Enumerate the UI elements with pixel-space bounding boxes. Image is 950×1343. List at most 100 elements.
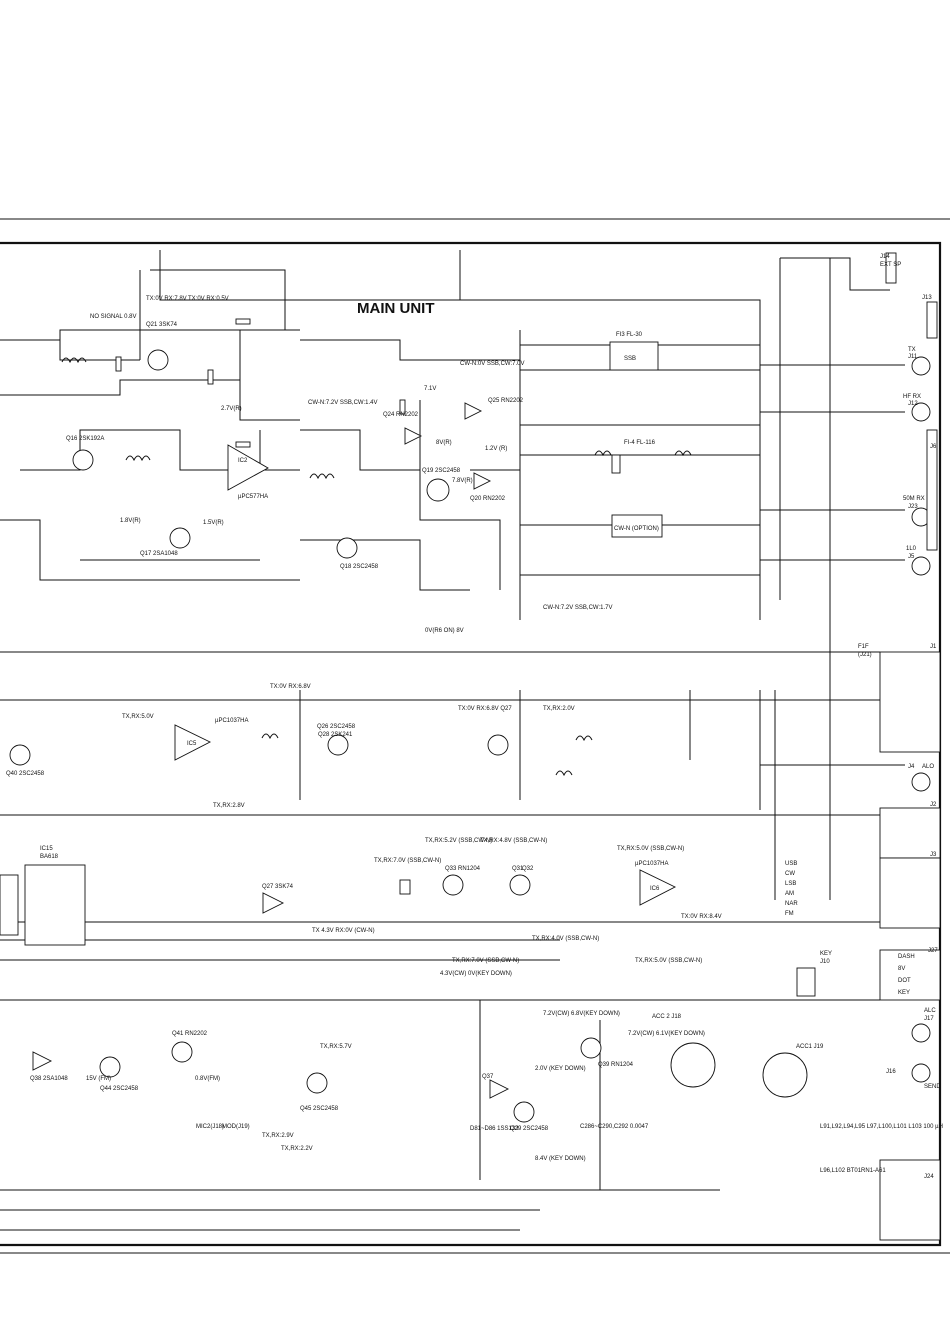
vnote-15: TX,RX:5.0V <box>122 714 154 720</box>
jack-j5 <box>911 556 931 576</box>
filter-fi3 <box>609 341 659 371</box>
vnote-7: 1.2V (R) <box>485 446 507 452</box>
key-label-dash: DASH <box>898 954 915 960</box>
connector-j2 <box>879 807 941 859</box>
buffer-q24 <box>404 427 423 445</box>
label-j21: (J21) <box>858 652 872 658</box>
vnote-6: 8V(R) <box>436 440 452 446</box>
label-f1f: F1F <box>858 644 869 650</box>
vnote-4: CW-N:7.2V SSB,CW:1.4V <box>308 400 377 406</box>
key-label-8v: 8V <box>898 966 905 972</box>
label-j3: J3 <box>930 852 937 858</box>
label-j6: J6 <box>930 444 937 450</box>
if-section-middle <box>0 651 880 961</box>
q-label-21: Q29 2SC2458 <box>510 1126 549 1132</box>
vnote-34: TX 4.3V RX:0V (CW-N) <box>312 928 375 934</box>
q-label-6: Q24 RN2202 <box>383 412 419 418</box>
vnote-27: 7.2V(CW) 6.8V(KEY DOWN) <box>543 1011 620 1017</box>
acc2-din-jack <box>670 1042 716 1088</box>
label-j18: ACC 2 J18 <box>652 1014 682 1020</box>
transistor-q21 <box>147 349 169 371</box>
label-j23-desc: 50M RX <box>903 496 925 502</box>
label-j24: J24 <box>924 1174 934 1180</box>
transistor-labels: Q21 3SK74 Q16 2SK192A Q17 2SA1048 Q18 2S… <box>6 322 634 1132</box>
vnote-32: TX,RX:2.9V <box>262 1133 294 1139</box>
label-j10-desc: KEY <box>820 951 832 957</box>
crystal-fi4 <box>611 454 621 474</box>
voltage-annotations: TX:0V RX:7.8V TX:0V RX:0.5V NO SIGNAL 0.… <box>86 296 722 1162</box>
label-j4: J4 <box>908 764 915 770</box>
vnote-23: TX,RX:4.0V (SSB,CW-N) <box>532 936 599 942</box>
q-label-5: Q20 RN2202 <box>470 496 506 502</box>
label-j12-desc: HF RX <box>903 394 921 400</box>
mode-label-am: AM <box>785 891 794 897</box>
connector-j24 <box>879 1159 941 1241</box>
vnote-16: TX,RX:2.8V <box>213 803 245 809</box>
vnote-35: TX:0V RX:8.4V <box>681 914 722 920</box>
q-label-17: Q41 RN2202 <box>172 1031 208 1037</box>
filter-cw-n-option <box>611 514 663 538</box>
vnote-0: TX:0V RX:7.8V <box>146 296 187 302</box>
key-jack-j10 <box>796 967 816 997</box>
label-j4-desc: ALO <box>922 764 934 770</box>
label-j14-desc: EXT SP <box>880 262 901 268</box>
vnote-33: TX,RX:2.2V <box>281 1146 313 1152</box>
filter-labels: FI3 FL-30 FI-4 FL-116 CW-N (OPTION) SSB <box>614 332 659 532</box>
vnote-26: 4.3V(CW) 0V(KEY DOWN) <box>440 971 512 977</box>
vnote-37: 15V (FM) <box>86 1076 111 1082</box>
mode-label-cw: CW <box>785 871 795 877</box>
note-mod: MOD(J19) <box>222 1124 250 1130</box>
transistor-q19 <box>426 478 450 502</box>
note-capacitors: C286~C290,C292 0.0047 <box>580 1124 649 1130</box>
q-label-12: Q31 <box>512 866 524 872</box>
mode-label-fm: FM <box>785 911 794 917</box>
vnote-31: TX,RX:5.7V <box>320 1044 352 1050</box>
filter-section <box>519 330 761 620</box>
audio-key-section-bottom <box>0 967 880 1231</box>
q-label-11: Q33 RN1204 <box>445 866 481 872</box>
filter-label-fi3: FI3 FL-30 <box>616 332 643 338</box>
label-j5: J5 <box>908 554 915 560</box>
q-label-3: Q18 2SC2458 <box>340 564 379 570</box>
q-label-20: Q40 2SC2458 <box>6 771 45 777</box>
vnote-28: 7.2V(CW) 6.1V(KEY DOWN) <box>628 1031 705 1037</box>
label-j17-desc: ALC <box>924 1008 936 1014</box>
q-label-2: Q17 2SA1048 <box>140 551 178 557</box>
q-label-0: Q21 3SK74 <box>146 322 178 328</box>
transistor-q40 <box>306 1072 328 1094</box>
jack-j4 <box>911 772 931 792</box>
vnote-8: 7.8V(R) <box>452 478 473 484</box>
vnote-25: TX,RX:5.0V (SSB,CW-N) <box>635 958 702 964</box>
buffer-q33 <box>262 892 285 914</box>
ic2-opamp <box>227 444 269 491</box>
ic-labels: IC2 µPC577HA IC5 µPC1037HA IC6 µPC1037HA… <box>40 458 668 892</box>
transistor-q32 <box>509 874 531 896</box>
vnote-24: TX,RX:7.0V (SSB,CW-N) <box>452 958 519 964</box>
vnote-14: TX:0V RX:6.8V <box>270 684 311 690</box>
resistor-r38 <box>207 369 214 385</box>
label-j14: J14 <box>880 254 890 260</box>
resistor-r47 <box>235 441 251 448</box>
key-label-key: KEY <box>898 990 910 996</box>
q-label-16: Q38 2SA1048 <box>30 1076 68 1082</box>
label-j2: J2 <box>930 802 937 808</box>
q-label-10: Q27 3SK74 <box>262 884 294 890</box>
vnote-36: 0.8V(FM) <box>195 1076 220 1082</box>
jack-j11 <box>911 356 931 376</box>
main-unit-border <box>0 241 942 1247</box>
label-j17: J17 <box>924 1016 934 1022</box>
vnote-21: TX,RX:7.0V (SSB,CW-N) <box>374 858 441 864</box>
transistor-q17 <box>169 527 191 549</box>
filter-label-ssb: SSB <box>624 356 636 362</box>
label-j16: J16 <box>886 1069 896 1075</box>
ic2-part: µPC577HA <box>238 494 268 500</box>
note-l96-l102: L96,L102 BT01RN1-A61 <box>820 1168 886 1174</box>
q-label-18: Q44 2SC2458 <box>100 1086 139 1092</box>
vnote-18: TX,RX:2.0V <box>543 706 575 712</box>
ic15-id: IC15 <box>40 846 53 852</box>
transistor-q27 <box>487 734 509 756</box>
vnote-9: 2.7V(R) <box>221 406 242 412</box>
schematic-notes: L91,L92,L94,L95 L97,L100,L101 L103 100 µ… <box>196 1124 943 1174</box>
transistor-q29b <box>513 1101 535 1123</box>
